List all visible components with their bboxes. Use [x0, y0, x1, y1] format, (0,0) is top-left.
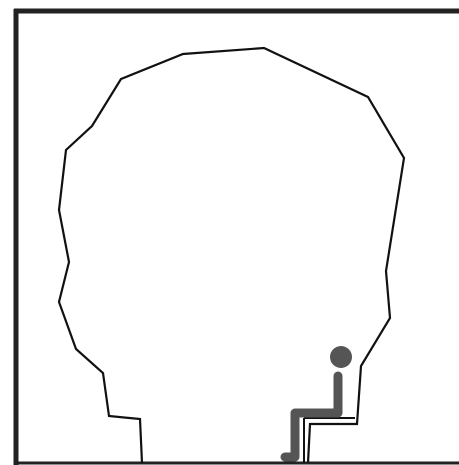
seated-person-icon — [285, 346, 352, 457]
person-body — [285, 376, 338, 457]
person-head — [330, 346, 352, 368]
head-silhouette-outline — [59, 48, 404, 463]
